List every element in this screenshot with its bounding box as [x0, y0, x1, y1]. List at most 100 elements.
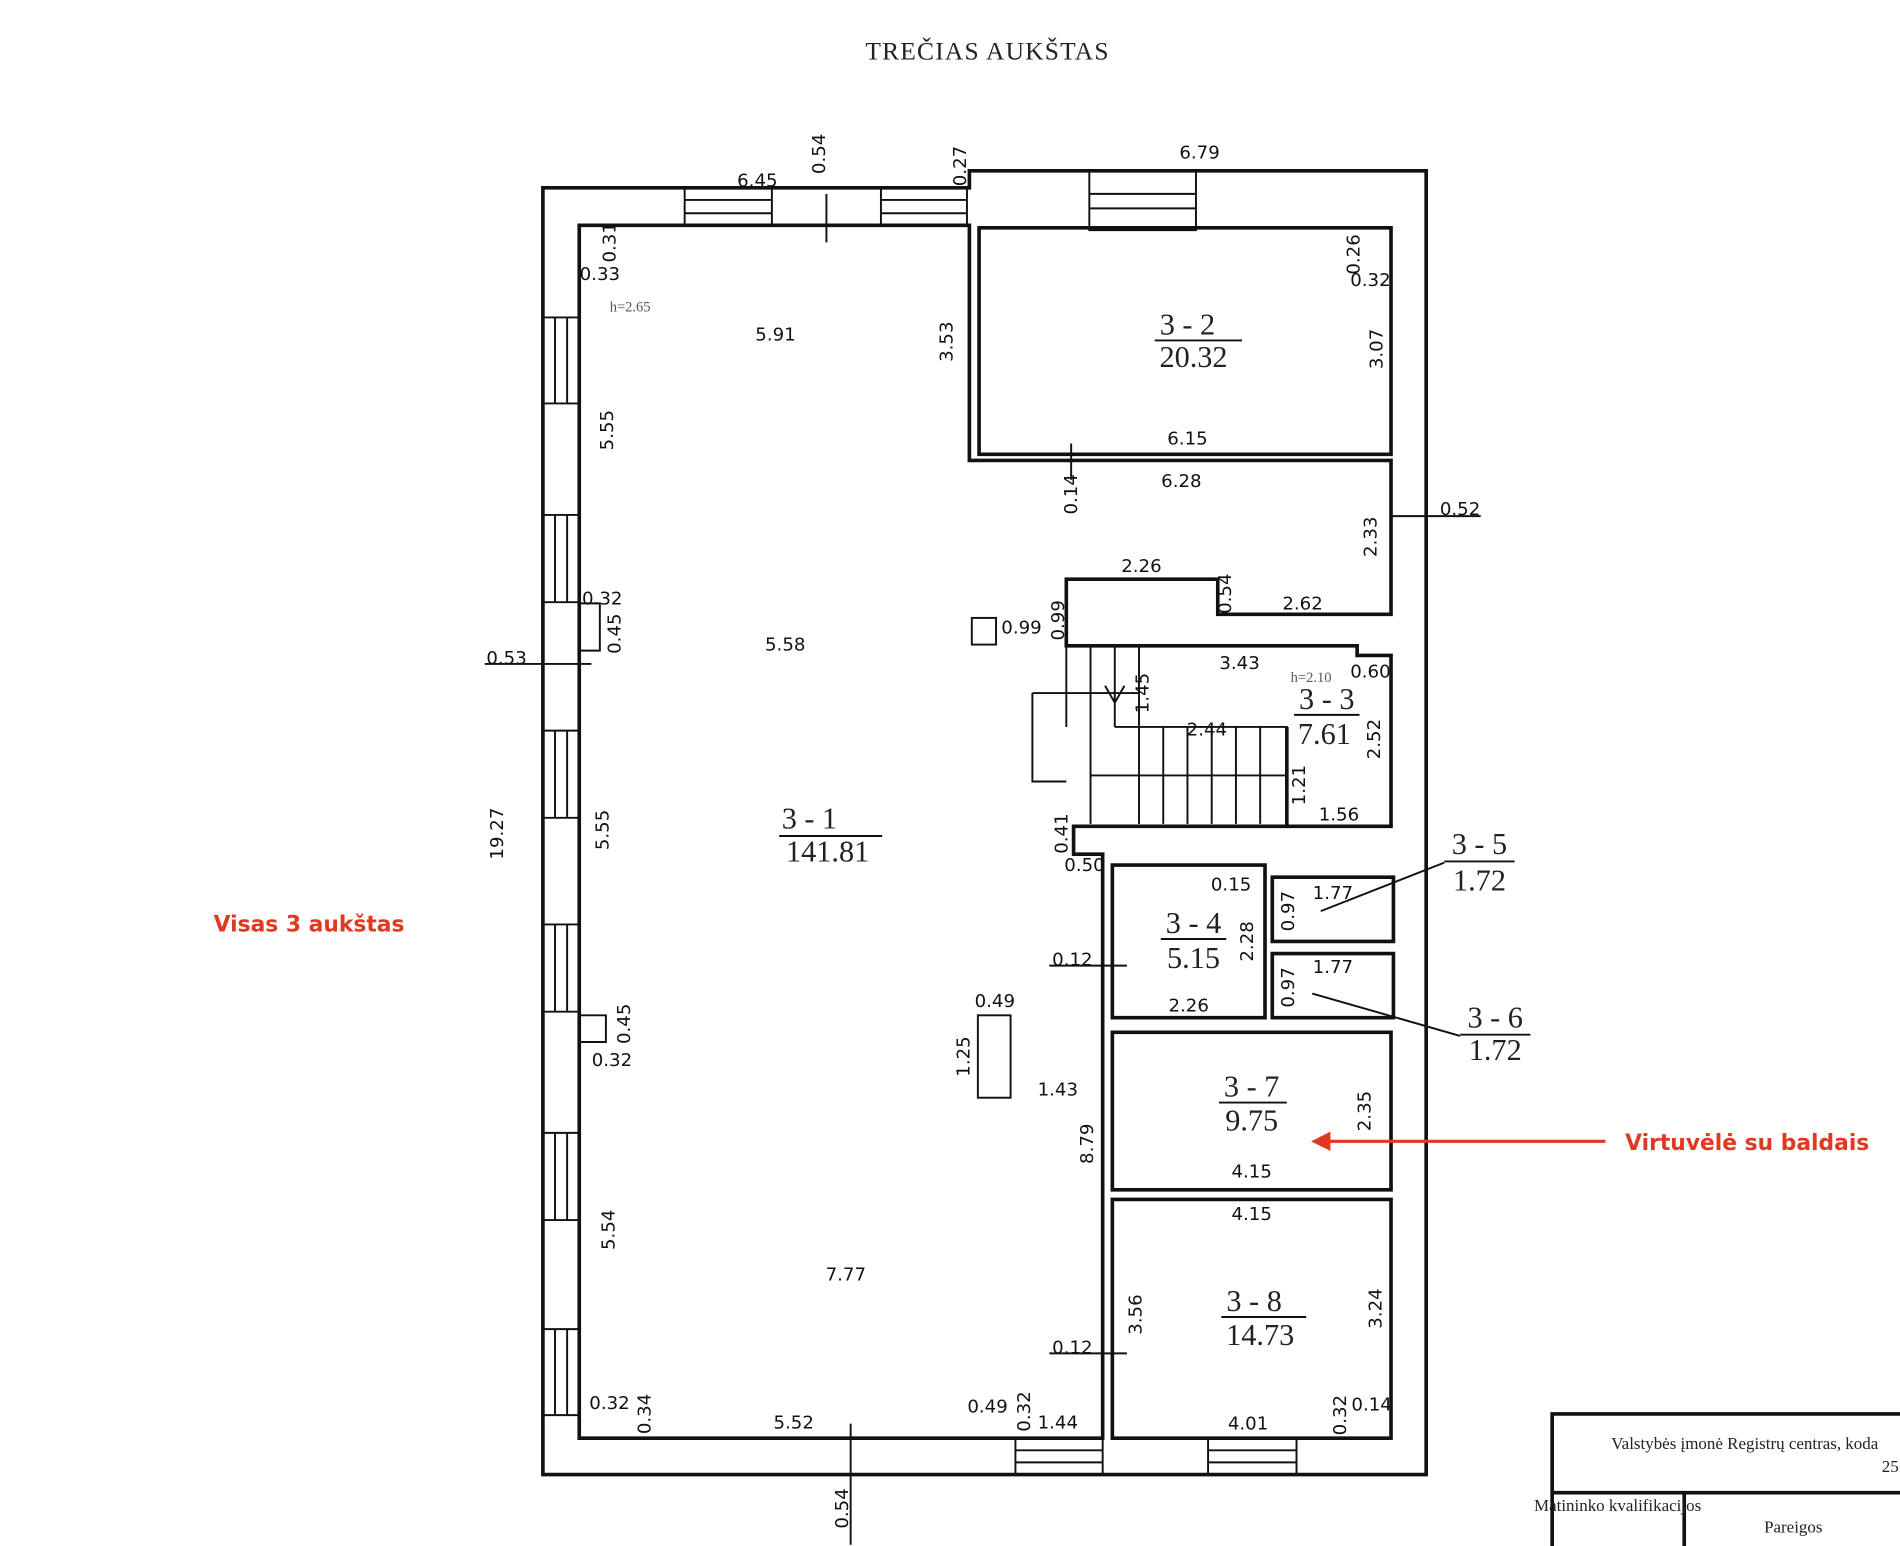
- svg-text:3.56: 3.56: [1125, 1294, 1146, 1334]
- svg-text:14.73: 14.73: [1226, 1318, 1294, 1352]
- svg-text:0.54: 0.54: [832, 1488, 853, 1528]
- windows: [542, 170, 1298, 1476]
- svg-text:7.61: 7.61: [1298, 717, 1351, 751]
- svg-text:1.77: 1.77: [1313, 883, 1353, 904]
- svg-text:2.26: 2.26: [1168, 996, 1208, 1017]
- svg-text:0.45: 0.45: [604, 613, 625, 653]
- svg-text:0.49: 0.49: [967, 1397, 1007, 1418]
- svg-text:Valstybės įmonė Registrų centr: Valstybės įmonė Registrų centras, koda: [1611, 1434, 1878, 1453]
- svg-text:0.14: 0.14: [1061, 474, 1082, 514]
- svg-text:0.53: 0.53: [486, 648, 526, 669]
- svg-text:Pareigos: Pareigos: [1764, 1518, 1822, 1537]
- svg-text:3.07: 3.07: [1367, 329, 1388, 369]
- svg-text:6.79: 6.79: [1179, 143, 1219, 164]
- svg-text:1.21: 1.21: [1289, 765, 1310, 805]
- svg-text:3 - 7: 3 - 7: [1224, 1069, 1279, 1103]
- svg-text:2.35: 2.35: [1354, 1091, 1375, 1131]
- svg-text:25: 25: [1882, 1457, 1899, 1476]
- svg-text:0.99: 0.99: [1048, 600, 1069, 640]
- svg-text:5.54: 5.54: [598, 1210, 619, 1250]
- svg-text:0.15: 0.15: [1211, 875, 1251, 896]
- svg-text:1.43: 1.43: [1038, 1079, 1078, 1100]
- svg-text:0.41: 0.41: [1052, 813, 1073, 853]
- svg-text:141.81: 141.81: [786, 834, 869, 868]
- svg-text:3 - 5: 3 - 5: [1452, 827, 1507, 861]
- svg-text:0.50: 0.50: [1064, 855, 1104, 876]
- svg-text:4.15: 4.15: [1231, 1162, 1271, 1183]
- walls: [541, 169, 1428, 1477]
- svg-text:0.27: 0.27: [950, 146, 971, 186]
- svg-text:20.32: 20.32: [1159, 340, 1227, 374]
- svg-text:0.26: 0.26: [1344, 234, 1365, 274]
- svg-text:0.32: 0.32: [592, 1050, 632, 1071]
- leader-lines: [484, 193, 1606, 1545]
- svg-text:3 - 6: 3 - 6: [1467, 1000, 1522, 1034]
- ceiling-height: h=2.10: [1291, 670, 1332, 686]
- svg-text:2.26: 2.26: [1121, 556, 1161, 577]
- svg-text:5.55: 5.55: [592, 810, 613, 850]
- svg-text:4.15: 4.15: [1231, 1204, 1271, 1225]
- whole-floor-note: Visas 3 aukštas: [214, 913, 405, 938]
- svg-text:0.32: 0.32: [1350, 270, 1390, 291]
- svg-text:9.75: 9.75: [1225, 1103, 1278, 1137]
- svg-text:1.45: 1.45: [1133, 673, 1154, 713]
- svg-text:3.53: 3.53: [936, 321, 957, 361]
- svg-text:1.72: 1.72: [1453, 864, 1506, 898]
- svg-text:1.77: 1.77: [1313, 957, 1353, 978]
- svg-text:2.52: 2.52: [1364, 719, 1385, 759]
- svg-text:5.52: 5.52: [773, 1412, 813, 1433]
- svg-text:8.79: 8.79: [1077, 1124, 1098, 1164]
- svg-text:0.12: 0.12: [1052, 1337, 1092, 1358]
- room-3-6: 3 - 61.72: [1460, 1000, 1531, 1067]
- svg-text:0.32: 0.32: [1330, 1395, 1351, 1435]
- svg-text:1.44: 1.44: [1038, 1412, 1078, 1433]
- svg-text:3 - 2: 3 - 2: [1160, 307, 1215, 341]
- svg-text:0.12: 0.12: [1052, 950, 1092, 971]
- svg-text:5.58: 5.58: [765, 635, 805, 656]
- room-3-3: 3 - 37.61: [1294, 682, 1360, 751]
- svg-text:0.32: 0.32: [589, 1393, 629, 1414]
- svg-text:0.97: 0.97: [1278, 891, 1299, 931]
- svg-text:0.60: 0.60: [1350, 661, 1390, 682]
- svg-text:3 - 8: 3 - 8: [1226, 1284, 1281, 1318]
- svg-text:19.27: 19.27: [487, 808, 508, 860]
- room-3-8: 3 - 814.73: [1221, 1284, 1307, 1352]
- svg-text:0.54: 0.54: [809, 134, 830, 174]
- svg-text:0.32: 0.32: [582, 589, 622, 610]
- svg-text:7.77: 7.77: [826, 1265, 866, 1286]
- svg-text:3 - 4: 3 - 4: [1166, 906, 1221, 940]
- room-3-7: 3 - 79.75: [1218, 1069, 1287, 1137]
- svg-text:3 - 1: 3 - 1: [782, 802, 837, 836]
- svg-text:2.28: 2.28: [1237, 921, 1258, 961]
- svg-text:3.24: 3.24: [1365, 1288, 1386, 1328]
- room-3-4: 3 - 45.15: [1160, 906, 1227, 975]
- ceiling-height: h=2.65: [610, 299, 651, 315]
- svg-text:2.33: 2.33: [1360, 517, 1381, 557]
- svg-text:0.54: 0.54: [1215, 573, 1236, 613]
- svg-text:0.99: 0.99: [1001, 618, 1041, 639]
- svg-text:4.01: 4.01: [1228, 1414, 1268, 1435]
- svg-text:0.31: 0.31: [600, 222, 621, 262]
- svg-text:1.56: 1.56: [1319, 804, 1359, 825]
- plan-title: TREČIAS AUKŠTAS: [865, 36, 1109, 65]
- svg-text:1.72: 1.72: [1469, 1033, 1522, 1067]
- svg-text:0.14: 0.14: [1351, 1394, 1391, 1415]
- svg-text:6.45: 6.45: [737, 171, 777, 192]
- title-block: Valstybės įmonė Registrų centras, koda 2…: [1534, 1412, 1900, 1546]
- svg-text:2.62: 2.62: [1282, 593, 1322, 614]
- kitchen-note: Virtuvėlė su baldais: [1625, 1131, 1869, 1156]
- svg-text:2.44: 2.44: [1187, 719, 1227, 740]
- svg-text:3.43: 3.43: [1219, 653, 1259, 674]
- room-3-2: 3 - 220.32: [1154, 307, 1242, 374]
- svg-text:0.33: 0.33: [580, 264, 620, 285]
- svg-text:0.34: 0.34: [635, 1394, 656, 1434]
- svg-text:0.49: 0.49: [975, 991, 1015, 1012]
- svg-text:Matininko kvalifikacijos: Matininko kvalifikacijos: [1534, 1496, 1701, 1515]
- room-3-5: 3 - 51.72: [1444, 827, 1515, 898]
- svg-text:5.15: 5.15: [1167, 941, 1220, 975]
- staircase: [1031, 645, 1289, 827]
- svg-text:3 - 3: 3 - 3: [1299, 682, 1354, 716]
